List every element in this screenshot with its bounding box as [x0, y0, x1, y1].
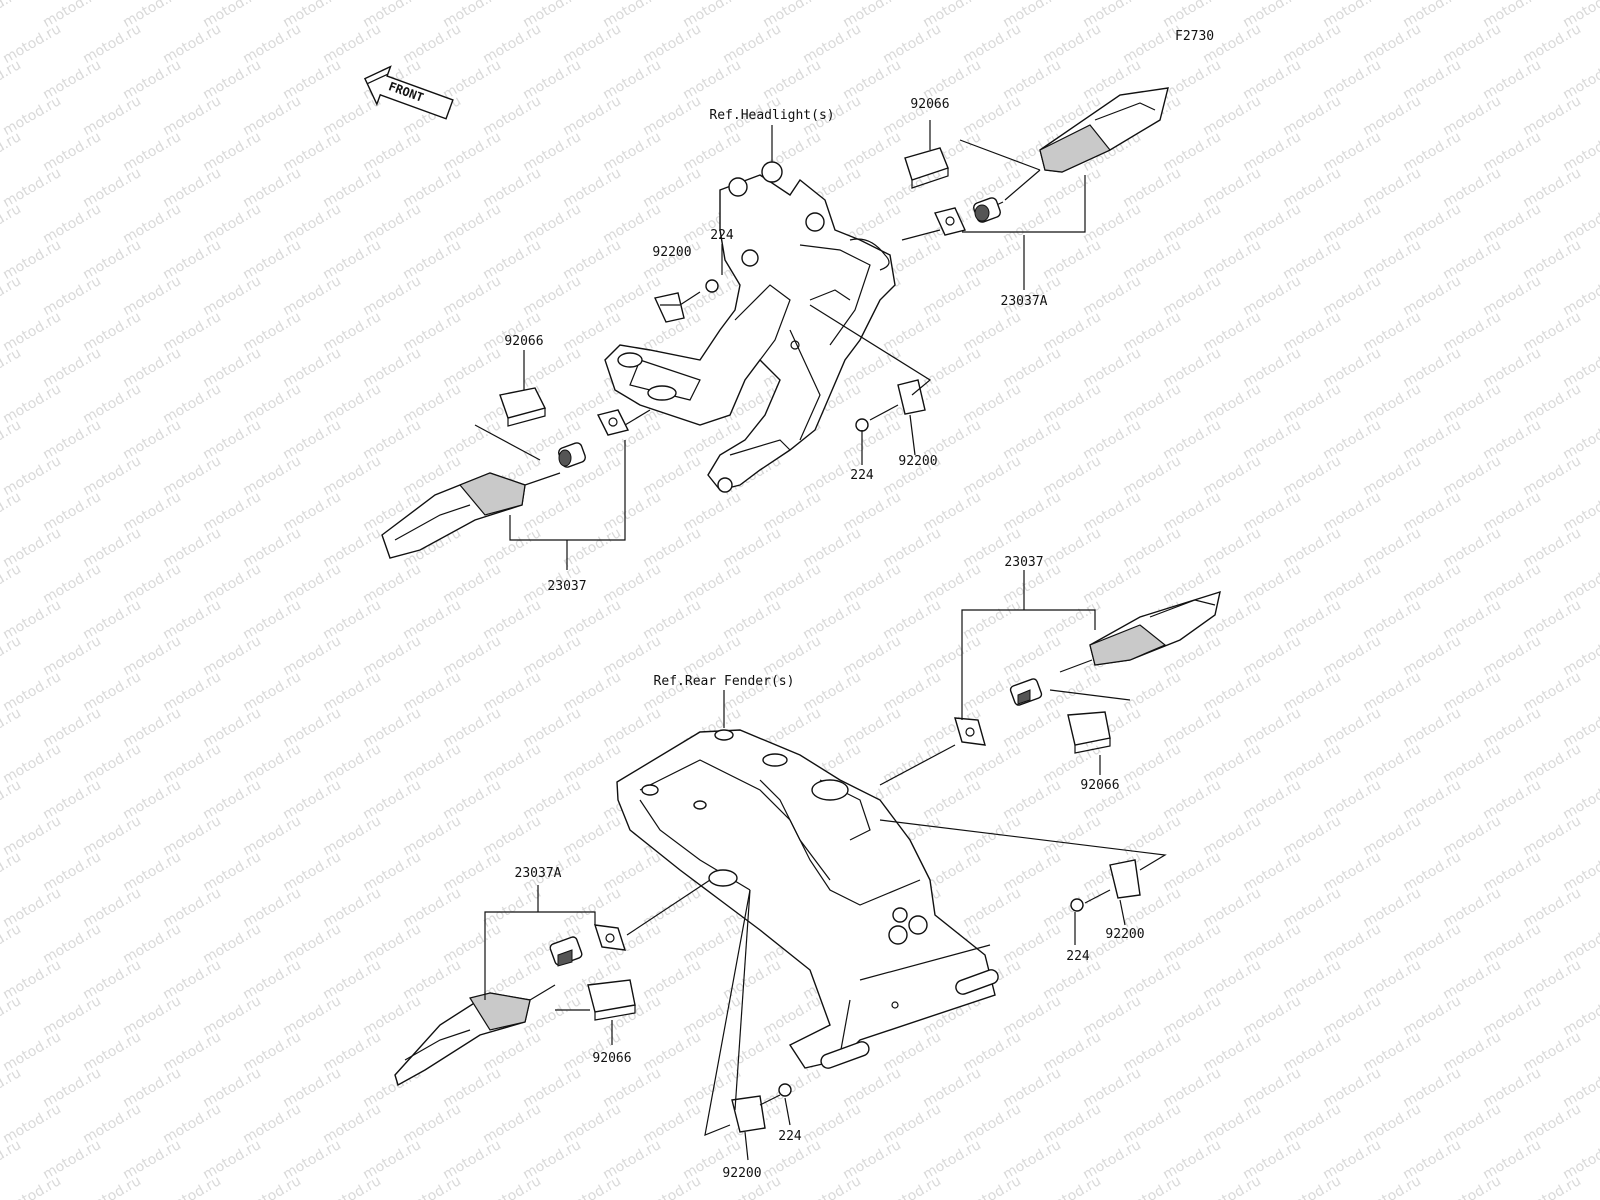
- screw-224-rear-right: [1070, 898, 1084, 912]
- screw-224-front-right: [855, 418, 869, 432]
- part-label-23037a: 23037A: [1000, 294, 1048, 309]
- connector-front-left: [558, 442, 586, 468]
- screw-224-front-left: [705, 279, 719, 293]
- connector-rear-left: [549, 936, 583, 967]
- gasket-front-left: [596, 409, 630, 436]
- gasket-front-right: [934, 207, 966, 236]
- part-label-23037: 23037: [1004, 555, 1044, 570]
- part-label-92200: 92200: [1105, 927, 1145, 942]
- turn-signal-rear-right: [1059, 590, 1221, 673]
- part-label-92200: 92200: [722, 1166, 762, 1181]
- part-label-224: 224: [778, 1129, 802, 1144]
- part-label-23037a: 23037A: [514, 866, 562, 881]
- turn-signal-front-left: [381, 472, 561, 559]
- ref-headlight-label: Ref.Headlight(s): [709, 108, 835, 123]
- clamp-92200-front-right: [897, 379, 926, 415]
- ref-rear-fender-label: Ref.Rear Fender(s): [653, 674, 795, 689]
- diagram-code: F2730: [1175, 29, 1215, 44]
- part-label-224: 224: [710, 228, 734, 243]
- connector-rear-right: [1009, 678, 1043, 706]
- part-label-92200: 92200: [652, 245, 692, 260]
- screw-224-rear-bottom: [778, 1083, 792, 1097]
- front-arrow-icon: [363, 65, 454, 120]
- clamp-92200-rear-bottom: [731, 1095, 766, 1133]
- headlight-bracket: [604, 161, 896, 493]
- part-label-224: 224: [1066, 949, 1090, 964]
- grommet-92066-front-left: [499, 387, 547, 427]
- turn-signal-front-right: [989, 87, 1169, 209]
- turn-signal-rear-left: [394, 984, 556, 1087]
- gasket-rear-right: [954, 717, 986, 746]
- part-label-224: 224: [850, 468, 874, 483]
- grommet-92066-front-right: [904, 147, 949, 189]
- part-label-92066: 92066: [1080, 778, 1120, 793]
- part-label-23037: 23037: [547, 579, 587, 594]
- clamp-92200-front-left: [654, 292, 685, 323]
- part-label-92200: 92200: [898, 454, 938, 469]
- part-label-92066: 92066: [504, 334, 544, 349]
- part-label-92066: 92066: [910, 97, 950, 112]
- part-label-92066: 92066: [592, 1051, 632, 1066]
- connector-front-right: [973, 197, 1001, 223]
- gasket-rear-left: [593, 924, 627, 951]
- grommet-92066-rear-left: [587, 979, 636, 1021]
- clamp-92200-rear-right: [1109, 859, 1141, 899]
- rear-fender: [616, 729, 999, 1069]
- grommet-92066-rear-right: [1067, 711, 1111, 754]
